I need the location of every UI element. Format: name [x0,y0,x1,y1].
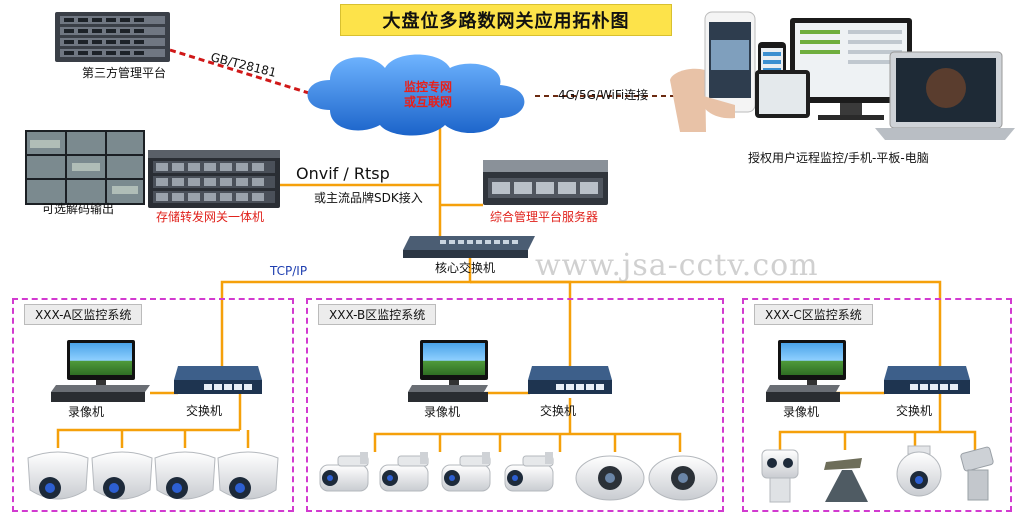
zone-b-switch-label: 交换机 [540,404,577,418]
bullet-camera-icon [319,452,369,492]
storage-gateway-label: 存储转发网关一体机 [156,210,265,224]
zone-b-monitor-icon [420,340,488,386]
decode-output-label: 可选解码输出 [42,202,115,216]
storage-gateway-icon [148,150,280,208]
dome-camera-icon [648,455,718,501]
watermark: www.jsa-cctv.com [535,248,819,283]
bullet-camera-icon [441,452,491,492]
zone-c-switch-label: 交换机 [896,404,933,418]
monitor-icon [790,18,912,120]
phone-icon [670,11,756,132]
zone-a-switch-icon [174,366,262,394]
dome-camera-icon [27,451,89,500]
zone-b-title: XXX-B区监控系统 [318,304,437,325]
dome-camera-icon [91,451,153,500]
bullet-camera-icon [504,452,554,492]
zone-c-switch-icon [884,366,970,394]
remote-users-label: 授权用户远程监控/手机-平板-电脑 [748,151,929,165]
core-switch-icon [403,236,535,258]
tablet-icon [755,70,810,118]
cloud-icon [307,54,525,136]
zone-a: XXX-A区监控系统 [12,298,294,512]
ptz-thermal-camera-icon [761,449,799,503]
wireless-label: 4G/5G/WiFi连接 [558,88,649,102]
mgmt-server-icon [483,160,608,205]
ptz-camera-icon [896,445,942,497]
cloud-label: 监控专网 或互联网 [403,80,452,109]
zone-c-monitor-icon [778,340,846,386]
dome-camera-icon [217,451,279,500]
gb28181-link [169,48,326,100]
zone-a-monitor-icon [67,340,135,386]
zone-b-recorder-label: 录像机 [424,405,461,419]
zone-b: XXX-B区监控系统 [306,298,724,512]
zone-b-dvr-icon [408,385,488,402]
third-party-platform-label: 第三方管理平台 [82,66,167,80]
trunk-link-c [470,280,942,372]
zone-c: XXX-C区监控系统 [742,298,1012,512]
diagram-title: 大盘位多路数网关应用拓朴图 [340,4,672,36]
zone-a-switch-label: 交换机 [186,404,223,418]
mast-camera-icon [824,458,868,502]
pan-tilt-camera-icon [960,446,994,501]
video-wall-icon [25,130,145,205]
sdk-label: 或主流品牌SDK接入 [314,191,423,205]
zone-a-recorder-label: 录像机 [68,405,105,419]
mgmt-server-label: 综合管理平台服务器 [490,210,599,224]
zone-c-title: XXX-C区监控系统 [754,304,873,325]
trunk-link [220,258,472,366]
third-party-server-icon [55,12,170,62]
laptop-icon [875,51,1015,140]
zone-c-dvr-icon [766,385,840,402]
tcpip-label: TCP/IP [270,264,308,278]
zone-b-switch-icon [528,366,612,394]
zone-a-title: XXX-A区监控系统 [24,304,143,325]
zone-a-dvr-icon [51,385,150,402]
onvif-label: Onvif / Rtsp [296,164,390,183]
bullet-camera-icon [379,452,429,492]
zone-c-recorder-label: 录像机 [783,405,820,419]
dome-camera-icon [575,455,645,501]
core-switch-label: 核心交换机 [435,261,496,275]
dome-camera-icon [154,451,216,500]
